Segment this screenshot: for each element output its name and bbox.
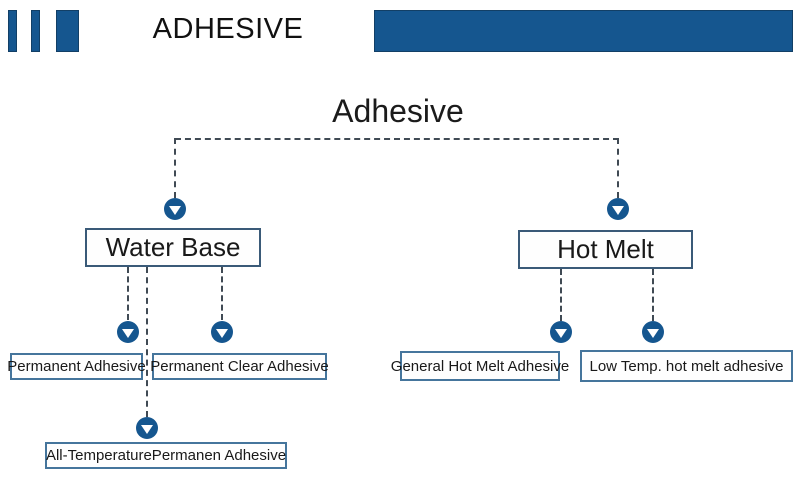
header-title: ADHESIVE [152,13,304,45]
logo-bar-icon [8,10,17,52]
node-permanent-adhesive: Permanent Adhesive [7,353,146,380]
arrow-down-circle-icon [136,417,158,439]
logo-bar-icon [56,10,79,52]
arrow-down-glyph [612,205,624,215]
arrow-down-glyph [647,328,659,338]
connector-water-base-to-permanent [127,267,129,320]
node-water-base: Water Base [85,228,261,267]
node-low-temp-hot-melt-adhesive: Low Temp. hot melt adhesive [580,350,793,382]
arrow-down-glyph [555,328,567,338]
node-permanent-clear-adhesive: Permanent Clear Adhesive [150,353,329,380]
arrow-down-glyph [122,328,134,338]
arrow-down-circle-icon [211,321,233,343]
arrow-down-glyph [216,328,228,338]
connector-hot-melt-to-low-temp [652,269,654,321]
connector-water-base-to-all-temperature [146,267,148,417]
arrow-down-glyph [169,205,181,215]
connector-water-base-to-permanent-clear [221,267,223,320]
arrow-down-glyph [141,424,153,434]
connector-root-horizontal [175,138,619,140]
logo-bar-icon [31,10,40,52]
arrow-down-circle-icon [607,198,629,220]
header-banner-bar [374,10,793,52]
arrow-down-circle-icon [164,198,186,220]
arrow-down-circle-icon [642,321,664,343]
node-hot-melt: Hot Melt [518,230,693,269]
connector-root-to-water-base [174,138,176,198]
connector-hot-melt-to-general [560,269,562,321]
node-all-temperature-permanent-adhesive: All-TemperaturePermanen Adhesive [45,442,287,469]
diagram-root-label: Adhesive [332,93,464,129]
connector-root-to-hot-melt [617,138,619,198]
arrow-down-circle-icon [117,321,139,343]
arrow-down-circle-icon [550,321,572,343]
node-general-hot-melt-adhesive: General Hot Melt Adhesive [391,351,569,381]
